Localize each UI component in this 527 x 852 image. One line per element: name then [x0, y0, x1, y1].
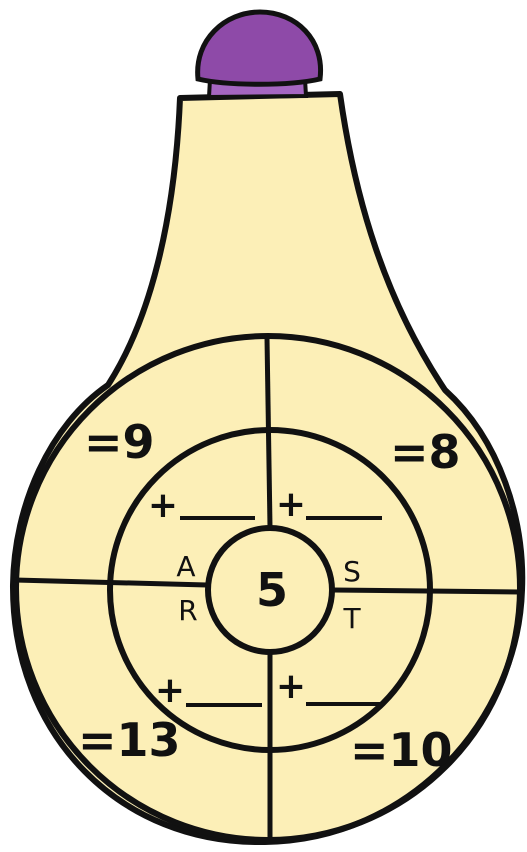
letter-a: A — [176, 550, 195, 583]
plus-bottom-right: + — [276, 666, 306, 707]
result-bottom-right: =10 — [350, 723, 453, 777]
plus-top-right: + — [276, 484, 306, 525]
divider-top — [267, 338, 270, 527]
plus-bottom-left: + — [155, 670, 185, 711]
result-top-left: =9 — [84, 415, 155, 469]
letter-s: S — [343, 555, 361, 588]
cap-dome — [198, 12, 321, 84]
center-number: 5 — [256, 563, 288, 617]
plus-top-left: + — [148, 485, 178, 526]
result-bottom-left: =13 — [78, 713, 181, 767]
result-top-right: =8 — [390, 425, 461, 479]
divider-right — [333, 590, 520, 592]
letter-t: T — [342, 602, 361, 635]
letter-r: R — [178, 594, 197, 627]
